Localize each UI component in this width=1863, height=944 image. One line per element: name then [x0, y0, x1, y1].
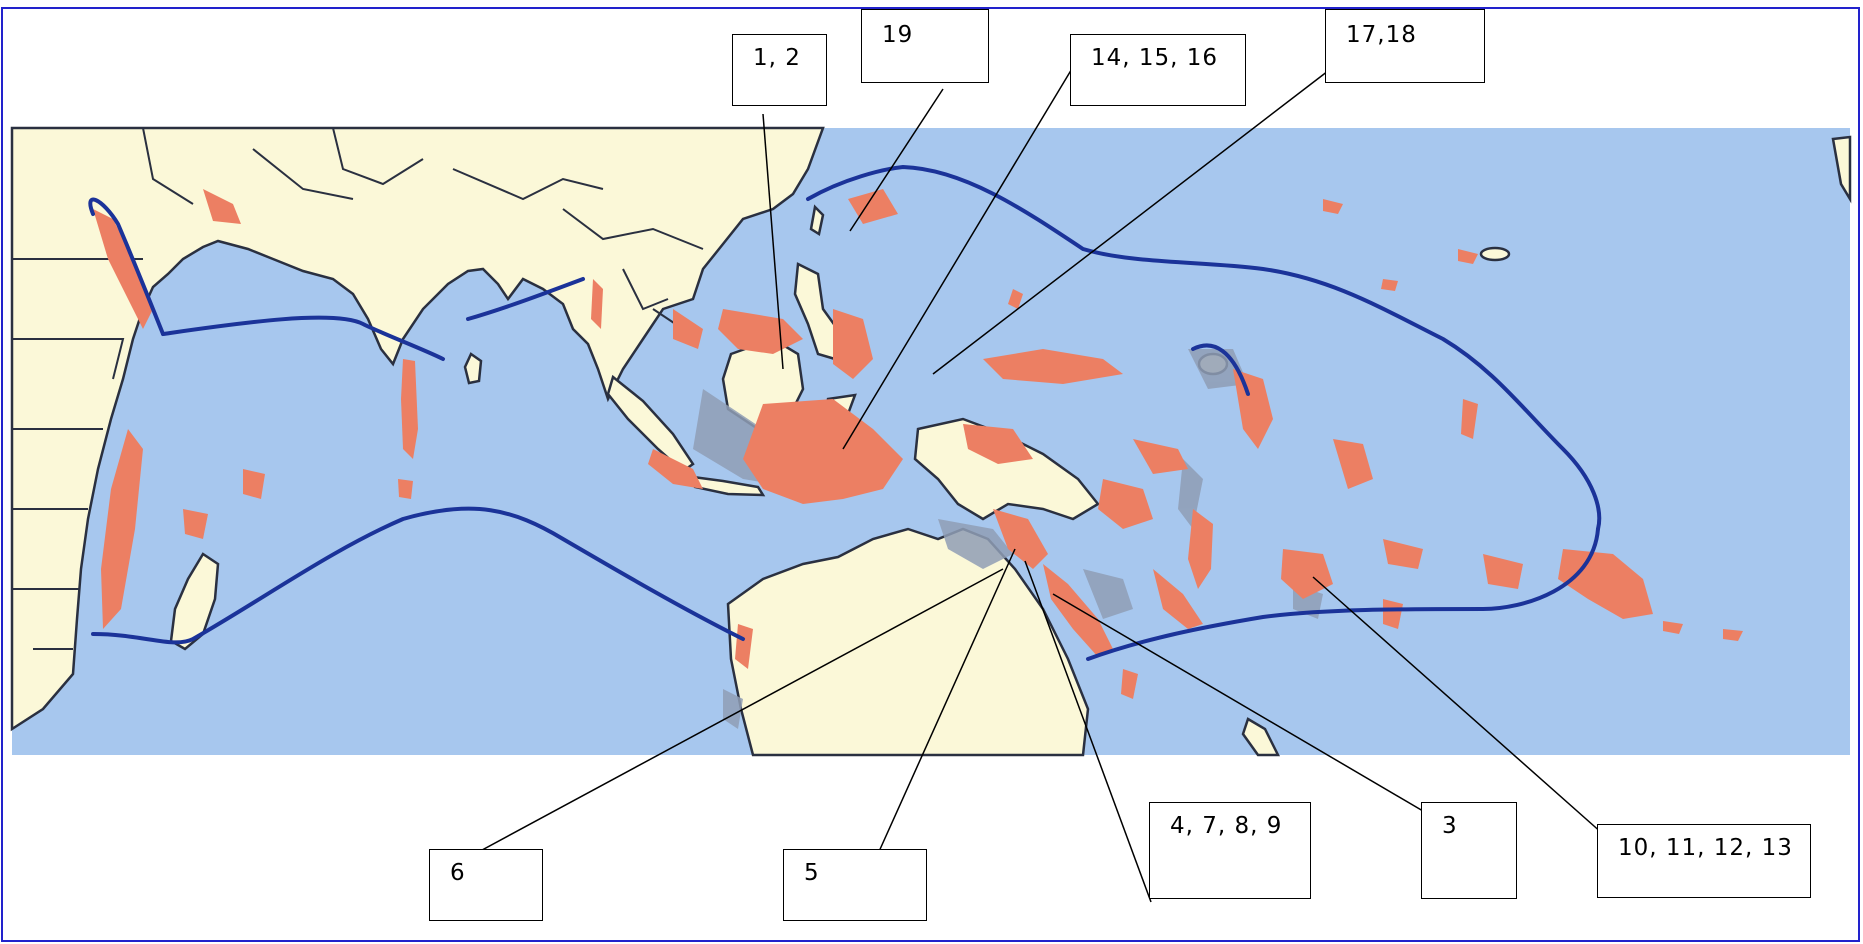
- reef-distribution: [93, 189, 1743, 699]
- reef-vanuatu: [1188, 509, 1213, 589]
- reef-andaman: [591, 279, 603, 329]
- land-asia-africa: [10, 126, 825, 732]
- label-text: 1, 2: [753, 45, 801, 71]
- label-text: 6: [450, 860, 466, 886]
- reef-line-islands: [1461, 399, 1478, 439]
- land-madagascar: [169, 552, 220, 651]
- label-text: 3: [1442, 813, 1458, 839]
- reef-persian-gulf: [203, 189, 241, 224]
- label-box-14-15-16: 14, 15, 16: [1070, 34, 1246, 106]
- reef-pacific-east: [1723, 629, 1743, 641]
- border-line: [622, 268, 669, 311]
- range-line-south-pacific: [1086, 527, 1600, 661]
- shelf-area: [1083, 569, 1133, 619]
- reef-gbr: [1043, 564, 1113, 657]
- reef-chagos: [398, 479, 413, 499]
- label-text: 14, 15, 16: [1091, 45, 1219, 71]
- reef-fiji: [1281, 549, 1333, 599]
- reef-philippines: [833, 309, 873, 379]
- reef-indochina: [673, 309, 703, 349]
- reef-red-sea: [93, 209, 153, 329]
- range-line-north-pacific: [806, 164, 1602, 531]
- reef-wake: [1381, 279, 1398, 291]
- reef-marshalls: [1233, 369, 1273, 449]
- leader-line-17-18: [932, 70, 1329, 375]
- shelf-area: [1178, 459, 1203, 529]
- reef-solomons: [1133, 439, 1188, 474]
- reef-micronesia: [983, 349, 1123, 384]
- leader-lines: [470, 66, 1604, 903]
- leader-line-1-2: [762, 113, 784, 370]
- reef-sumatra: [648, 449, 703, 489]
- border-line: [562, 208, 704, 250]
- label-box-6: 6: [429, 849, 543, 921]
- reef-kiribati: [1333, 439, 1373, 489]
- reef-new-guinea: [963, 424, 1033, 464]
- range-line-fiji-loop: [1191, 343, 1250, 396]
- reef-hawaii: [1458, 249, 1478, 264]
- reef-tonga: [1383, 599, 1403, 629]
- land-taiwan: [809, 204, 825, 237]
- label-box-3: 3: [1421, 802, 1517, 899]
- label-text: 4, 7, 8, 9: [1170, 813, 1283, 839]
- leader-line-10-11-12-13: [1312, 576, 1604, 835]
- reef-coral-sea: [1098, 479, 1153, 529]
- label-text: 19: [882, 22, 914, 48]
- map-figure: 1, 2 19 14, 15, 16 17,18 6 5 4, 7, 8, 9 …: [1, 7, 1860, 942]
- reef-lord-howe: [1121, 669, 1138, 699]
- label-text: 5: [804, 860, 820, 886]
- label-box-17-18: 17,18: [1325, 9, 1485, 83]
- leader-line-3: [1052, 593, 1424, 812]
- leader-line-14-15-16: [842, 66, 1074, 450]
- indo-pacific-map: [10, 66, 1852, 903]
- reef-south-china-sea: [718, 309, 803, 354]
- label-box-1-2: 1, 2: [732, 34, 827, 106]
- distribution-range-outline: [88, 164, 1602, 661]
- border-line: [332, 127, 424, 186]
- range-line-bay-of-bengal: [466, 277, 585, 321]
- label-box-10-11-12-13: 10, 11, 12, 13: [1597, 824, 1811, 898]
- reef-east-africa: [101, 429, 143, 629]
- reef-new-caledonia: [1153, 569, 1203, 629]
- leader-line-4-7-8-9: [1024, 560, 1152, 903]
- reef-maldives: [401, 359, 418, 459]
- border-line: [142, 127, 194, 205]
- reef-gbr-north: [993, 509, 1048, 569]
- label-text: 17,18: [1346, 22, 1417, 48]
- leader-line-5: [876, 548, 1016, 857]
- land-japan: [1831, 135, 1852, 204]
- border-line: [452, 168, 604, 201]
- reef-marquesas: [1323, 199, 1343, 214]
- land-hawaii: [1479, 246, 1511, 262]
- reef-seychelles: [243, 469, 265, 499]
- range-line-red-sea: [88, 197, 165, 336]
- range-line-south-indian: [91, 506, 745, 645]
- leader-line-6: [470, 568, 1004, 857]
- reef-coral-triangle: [743, 399, 903, 504]
- border-line: [12, 338, 125, 380]
- land-new-zealand: [1241, 717, 1281, 757]
- reef-cook-islands: [1483, 554, 1523, 589]
- label-box-4-7-8-9: 4, 7, 8, 9: [1149, 802, 1311, 899]
- reef-pitcairn: [1663, 621, 1683, 634]
- border-line: [252, 148, 354, 200]
- shelf-area: [723, 689, 743, 729]
- label-box-5: 5: [783, 849, 927, 921]
- reef-mascarene: [183, 509, 208, 539]
- shelf-area: [938, 519, 1013, 569]
- reef-mariana: [1008, 289, 1023, 309]
- land-sri-lanka: [463, 352, 483, 385]
- leader-line-19: [849, 88, 944, 232]
- range-line-arabian-sea: [161, 315, 445, 361]
- reef-samoa: [1383, 539, 1423, 569]
- label-text: 10, 11, 12, 13: [1618, 835, 1793, 861]
- label-box-19: 19: [861, 9, 989, 83]
